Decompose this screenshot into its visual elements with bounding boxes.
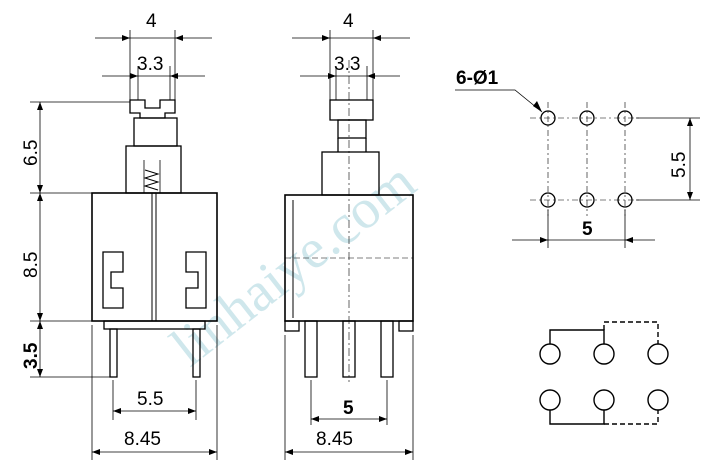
pin-right [192, 328, 201, 378]
dim-col-span: 5 [582, 219, 593, 240]
contact [593, 343, 615, 365]
contact [539, 389, 561, 411]
dim-pitch-mid: 5 [343, 398, 354, 419]
dim-sub-width-left: 3.3 [137, 54, 163, 75]
hole [617, 110, 633, 126]
dim-row-spacing: 5.5 [669, 152, 690, 178]
side-plunger-head [329, 99, 374, 121]
dim-width-left: 8.45 [124, 429, 161, 450]
front-view-arrowheads [37, 35, 217, 455]
hole [579, 110, 595, 126]
hole [540, 192, 556, 208]
side-plunger-neck [337, 119, 367, 139]
side-view-arrowheads [285, 35, 413, 455]
dim-pitch-left: 5.5 [137, 389, 163, 410]
dim-plunger-height: 6.5 [21, 140, 42, 166]
contact [539, 343, 561, 365]
hole [540, 110, 556, 126]
contact-schematic [539, 321, 669, 425]
hole-pattern [455, 89, 700, 248]
plunger-neck [133, 117, 178, 147]
plunger-sleeve [125, 145, 182, 194]
front-view-dimensions [30, 30, 218, 460]
contact [647, 343, 669, 365]
right-window [185, 251, 207, 309]
contact [593, 389, 615, 411]
dim-body-height: 8.5 [21, 252, 42, 278]
side-view-dimensions [284, 30, 414, 460]
side-pin-left [304, 320, 318, 378]
body-base [103, 320, 206, 330]
hole-count-note: 6-Ø1 [456, 68, 499, 89]
spring [143, 169, 160, 191]
left-window [102, 251, 124, 309]
hole-leader [455, 89, 543, 113]
side-foot-left [284, 320, 300, 332]
hole [617, 192, 633, 208]
dim-pin-height: 3.5 [21, 342, 42, 369]
side-foot-right [398, 320, 414, 332]
side-pin-right [380, 320, 394, 378]
contact [647, 389, 669, 411]
dim-top-width-left: 4 [146, 11, 157, 32]
plunger-head [129, 99, 176, 119]
dim-top-width-right: 4 [343, 11, 354, 32]
hole-pattern-arrowheads [533, 101, 693, 243]
dim-sub-width-right: 3.3 [334, 54, 360, 75]
pin-left [109, 328, 118, 378]
hole [579, 192, 595, 208]
dim-width-mid: 8.45 [316, 429, 353, 450]
front-view [91, 99, 218, 378]
